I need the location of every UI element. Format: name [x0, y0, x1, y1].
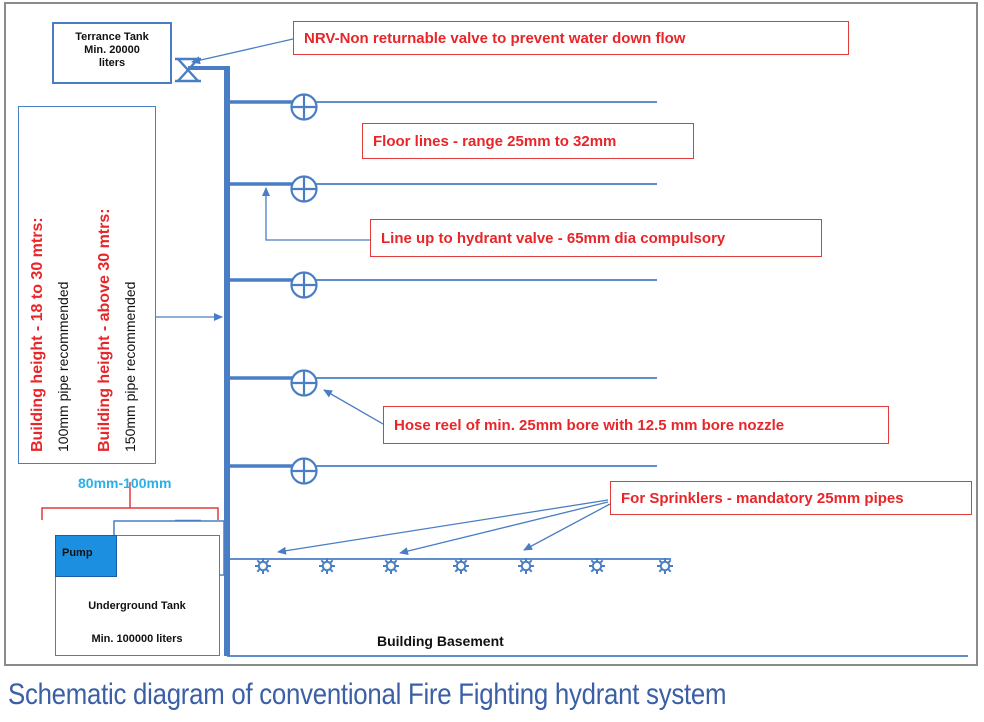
nrv-callout: NRV-Non returnable valve to prevent wate… [293, 21, 849, 55]
hydrant-valve-icon [290, 93, 318, 121]
building-height-low-note: 100mm pipe recommended [55, 281, 71, 452]
diagram-caption: Schematic diagram of conventional Fire F… [8, 678, 727, 711]
sprinkler-head-icon [382, 557, 400, 575]
hose-reel-callout: Hose reel of min. 25mm bore with 12.5 mm… [383, 406, 889, 444]
sprinkler-leader-arrow-3 [523, 503, 611, 551]
sprinkler-leader-arrow-1 [277, 499, 609, 555]
sprinkler-head-icon [318, 557, 336, 575]
sprinkler-head-icon [588, 557, 606, 575]
hydrant-valve-icon [290, 369, 318, 397]
building-height-low-title: Building height - 18 to 30 mtrs: [29, 217, 46, 452]
hose-reel-leader-arrow [323, 389, 384, 425]
sprinkler-leader-arrow-2 [399, 501, 609, 555]
terrace-tank-capacity: Min. 20000 [84, 44, 140, 56]
pump-line-dimension-bracket [41, 507, 219, 520]
building-height-note: Building height - 18 to 30 mtrs: 100mm p… [18, 106, 156, 464]
nrv-leader-arrow [191, 38, 294, 65]
hydrant-valve-icon [290, 175, 318, 203]
pump-line-size-label: 80mm-100mm [78, 475, 172, 491]
sprinkler-head-icon [656, 557, 674, 575]
floor-lines-callout: Floor lines - range 25mm to 32mm [362, 123, 694, 159]
terrace-tank: Terrance Tank Min. 20000 liters [52, 22, 172, 84]
diagram-frame: Terrance Tank Min. 20000 liters Building… [4, 2, 978, 666]
building-height-high-note: 150mm pipe recommended [122, 281, 138, 452]
sprinkler-head-icon [254, 557, 272, 575]
underground-tank-title: Underground Tank [88, 600, 186, 612]
hydrant-valve-icon [290, 457, 318, 485]
building-height-high-title: Building height - above 30 mtrs: [96, 208, 113, 452]
sprinklers-callout: For Sprinklers - mandatory 25mm pipes [610, 481, 972, 515]
hydrant-valve-icon [290, 271, 318, 299]
hydrant-line-leader-arrow [262, 187, 370, 241]
pump: Pump [55, 535, 117, 577]
terrace-tank-unit: liters [98, 57, 126, 69]
hydrant-line-callout: Line up to hydrant valve - 65mm dia comp… [370, 219, 822, 257]
pump-label: Pump [62, 547, 93, 559]
sprinkler-head-icon [452, 557, 470, 575]
building-basement-label: Building Basement [377, 633, 504, 649]
underground-tank-capacity: Min. 100000 liters [91, 633, 183, 645]
terrace-tank-title: Terrance Tank [75, 31, 149, 43]
sprinkler-head-icon [517, 557, 535, 575]
